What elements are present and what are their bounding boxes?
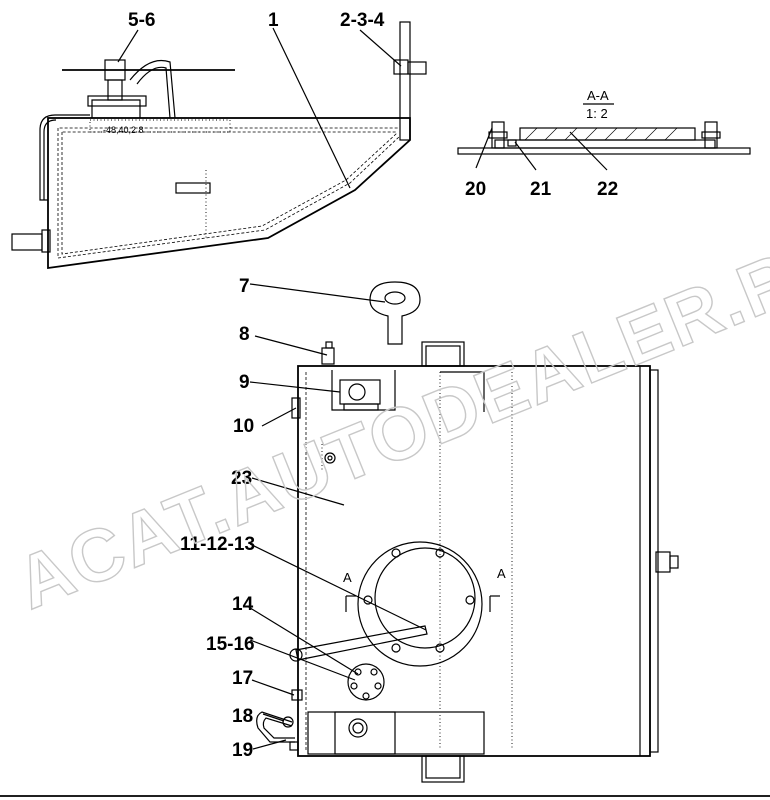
callout-7: 7 bbox=[239, 276, 250, 297]
watermark: ACAT.AUTODEALER.RU bbox=[5, 215, 770, 625]
callout-23: 23 bbox=[231, 468, 252, 489]
section-title: A-A bbox=[587, 88, 609, 103]
svg-text:-48,40,2 8: -48,40,2 8 bbox=[103, 125, 144, 135]
callout-2-3-4: 2-3-4 bbox=[340, 10, 385, 31]
callout-18: 18 bbox=[232, 706, 253, 727]
callout-8: 8 bbox=[239, 324, 250, 345]
leader-lines bbox=[117, 27, 608, 750]
callout-22: 22 bbox=[597, 179, 618, 200]
callout-19: 19 bbox=[232, 740, 253, 761]
callout-labels: 5-6 1 2-3-4 7 8 9 10 23 11-12-13 14 15-1… bbox=[128, 10, 618, 761]
callout-9: 9 bbox=[239, 372, 250, 393]
callout-17: 17 bbox=[232, 668, 253, 689]
section-marker-left: A bbox=[343, 570, 352, 585]
section-marker-right: A bbox=[497, 566, 506, 581]
callout-14: 14 bbox=[232, 594, 254, 615]
callout-10: 10 bbox=[233, 416, 254, 437]
front-view: A A bbox=[256, 281, 679, 783]
callout-11-12-13: 11-12-13 bbox=[180, 534, 255, 555]
section-a-a: A-A 1: 2 bbox=[457, 88, 751, 155]
callout-1: 1 bbox=[268, 10, 279, 31]
callout-21: 21 bbox=[530, 179, 552, 200]
section-scale: 1: 2 bbox=[586, 106, 608, 121]
side-view: -48,40,2 8 bbox=[11, 21, 427, 270]
callout-5-6: 5-6 bbox=[128, 10, 155, 31]
callout-15-16: 15-16 bbox=[206, 634, 255, 655]
callout-20: 20 bbox=[465, 179, 486, 200]
